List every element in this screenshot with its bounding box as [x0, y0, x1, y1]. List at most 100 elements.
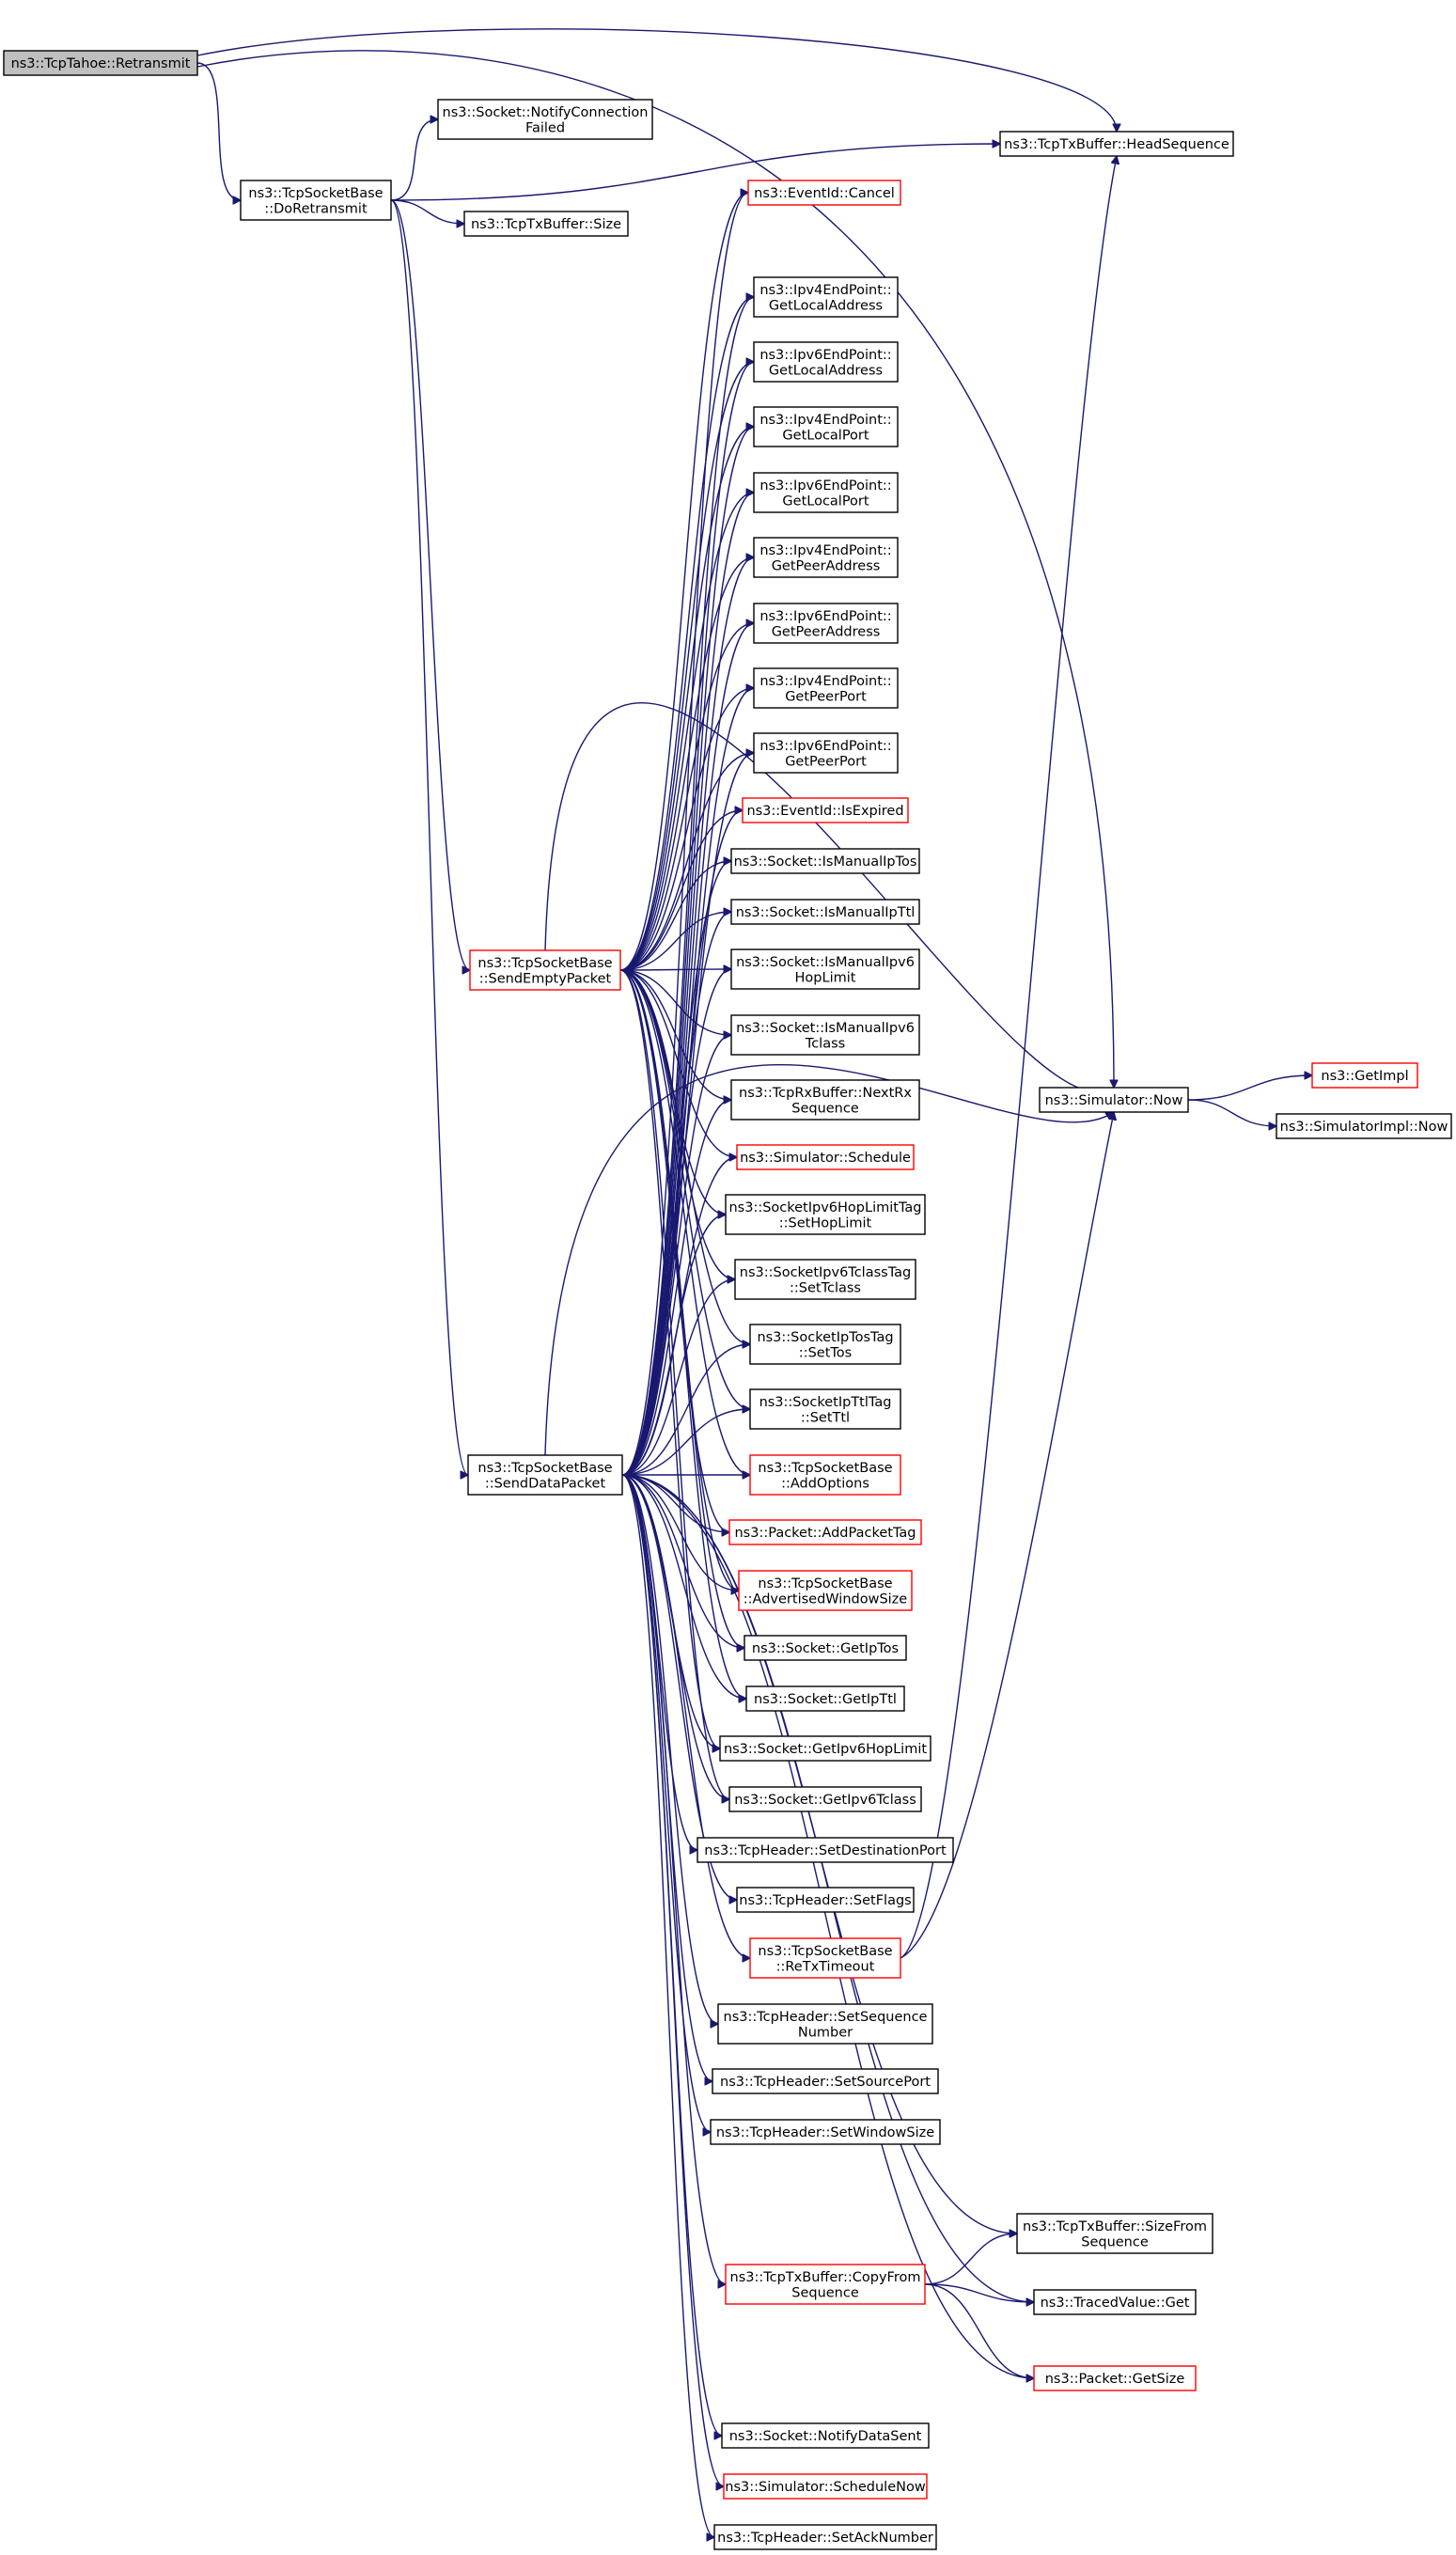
node-sethoplimit[interactable]: ns3::SocketIpv6HopLimitTag::SetHopLimit — [725, 1194, 926, 1235]
node-box — [734, 1259, 916, 1300]
node-simimplnow[interactable]: ns3::SimulatorImpl::Now — [1276, 1113, 1452, 1139]
node-label: ns3::TcpSocketBase — [248, 186, 383, 201]
node-label: ns3::TcpSocketBase — [478, 1461, 612, 1476]
node-box — [745, 1685, 905, 1712]
edge-senddata-to-settos — [621, 1344, 750, 1476]
node-label: ::DoRetransmit — [264, 201, 368, 216]
edge-sendempty-to-cancel — [619, 193, 748, 971]
node-box — [744, 1635, 907, 1661]
node-box — [730, 1079, 920, 1121]
node-label: ns3::TcpSocketBase — [478, 956, 612, 971]
node-ipv4peeraddr[interactable]: ns3::Ipv4EndPoint::GetPeerAddress — [753, 537, 899, 578]
node-addoptions[interactable]: ns3::TcpSocketBase::AddOptions — [749, 1454, 901, 1496]
node-label: ns3::Socket::IsManualIpv6 — [736, 1021, 915, 1036]
edge-senddata-to-getipttl — [621, 1474, 746, 1699]
node-setflags[interactable]: ns3::TcpHeader::SetFlags — [736, 1887, 915, 1913]
node-box — [725, 2264, 926, 2305]
node-label: ns3::Socket::GetIpTtl — [754, 1692, 897, 1707]
node-box — [749, 1324, 901, 1365]
node-box — [753, 472, 899, 513]
edge-retxtimeout-to-headseq — [900, 156, 1117, 1959]
node-box — [753, 406, 899, 447]
node-ipv6localport[interactable]: ns3::Ipv6EndPoint::GetLocalPort — [753, 472, 899, 513]
node-getimpl[interactable]: ns3::GetImpl — [1311, 1062, 1418, 1089]
node-settos[interactable]: ns3::SocketIpTosTag::SetTos — [749, 1324, 901, 1365]
node-setsrcport[interactable]: ns3::TcpHeader::SetSourcePort — [712, 2068, 939, 2094]
node-notifydatasent[interactable]: ns3::Socket::NotifyDataSent — [721, 2422, 930, 2449]
edge-sendempty-to-ismanualipv6tclass — [619, 969, 731, 1035]
node-ipv6peerport[interactable]: ns3::Ipv6EndPoint::GetPeerPort — [753, 732, 899, 774]
node-ismanualipttl[interactable]: ns3::Socket::IsManualIpTtl — [730, 899, 920, 925]
node-box — [1016, 2213, 1213, 2254]
node-ipv4localport[interactable]: ns3::Ipv4EndPoint::GetLocalPort — [753, 406, 899, 447]
node-setacknum[interactable]: ns3::TcpHeader::SetAckNumber — [713, 2524, 937, 2550]
edge-sendempty-to-ismanualiptos — [619, 861, 731, 971]
node-label: ns3::TcpHeader::SetWindowSize — [716, 2125, 934, 2140]
node-box — [697, 1837, 954, 1863]
edge-sendempty-to-settos — [619, 969, 750, 1344]
node-ismanualiptos[interactable]: ns3::Socket::IsManualIpTos — [730, 848, 920, 874]
node-isexpired[interactable]: ns3::EventId::IsExpired — [742, 797, 909, 823]
node-setwinsize[interactable]: ns3::TcpHeader::SetWindowSize — [710, 2119, 941, 2145]
node-label: ns3::Socket::GetIpTos — [752, 1641, 899, 1656]
node-label: GetPeerAddress — [772, 624, 881, 639]
node-simnow[interactable]: ns3::Simulator::Now — [1039, 1087, 1189, 1113]
node-getipv6hop[interactable]: ns3::Socket::GetIpv6HopLimit — [719, 1735, 932, 1762]
edge-senddata-to-setseqnum — [621, 1474, 718, 2024]
node-label: ns3::SocketIpv6TclassTag — [740, 1265, 912, 1280]
node-schedule[interactable]: ns3::Simulator::Schedule — [736, 1144, 915, 1170]
node-label: ns3::TcpTxBuffer::Size — [471, 217, 621, 232]
node-box — [463, 211, 629, 237]
edge-simnow-to-getimpl — [1187, 1075, 1312, 1101]
node-addpackettag[interactable]: ns3::Packet::AddPacketTag — [728, 1519, 922, 1545]
node-getipv6tclass[interactable]: ns3::Socket::GetIpv6Tclass — [728, 1786, 922, 1812]
node-sendempty[interactable]: ns3::TcpSocketBase::SendEmptyPacket — [469, 949, 621, 991]
node-label: ::SendEmptyPacket — [479, 971, 612, 986]
node-retxtimeout[interactable]: ns3::TcpSocketBase::ReTxTimeout — [749, 1937, 901, 1979]
node-senddata[interactable]: ns3::TcpSocketBase::SendDataPacket — [467, 1454, 623, 1496]
node-ipv6localaddr[interactable]: ns3::Ipv6EndPoint::GetLocalAddress — [753, 341, 899, 383]
edge-sendempty-to-ipv4localaddr — [619, 297, 754, 971]
node-label: ::SetHopLimit — [779, 1215, 872, 1230]
node-label: ns3::TcpHeader::SetSourcePort — [720, 2075, 931, 2090]
node-setttl[interactable]: ns3::SocketIpTtlTag::SetTtl — [749, 1388, 901, 1430]
edge-sendempty-to-ismanualipv6hop — [619, 969, 731, 970]
node-ipv6peeraddr[interactable]: ns3::Ipv6EndPoint::GetPeerAddress — [753, 603, 899, 644]
nodes-layer: ns3::TcpTahoe::Retransmitns3::TcpSocketB… — [3, 50, 1452, 2550]
edge-sendempty-to-ipv6localaddr — [619, 362, 754, 971]
node-label: ns3::SocketIpv6HopLimitTag — [728, 1200, 921, 1215]
node-cancel[interactable]: ns3::EventId::Cancel — [747, 180, 901, 206]
node-ipv4localaddr[interactable]: ns3::Ipv4EndPoint::GetLocalAddress — [753, 276, 899, 318]
node-getipttl[interactable]: ns3::Socket::GetIpTtl — [745, 1685, 905, 1712]
node-schedulenow[interactable]: ns3::Simulator::ScheduleNow — [723, 2473, 928, 2500]
node-label: ns3::GetImpl — [1321, 1069, 1408, 1084]
node-ipv4peerport[interactable]: ns3::Ipv4EndPoint::GetPeerPort — [753, 667, 899, 709]
node-getsize[interactable]: ns3::Packet::GetSize — [1033, 2365, 1197, 2391]
node-settclass[interactable]: ns3::SocketIpv6TclassTag::SetTclass — [734, 1259, 916, 1300]
node-label: Sequence — [1081, 2234, 1149, 2249]
node-label: HopLimit — [795, 970, 856, 985]
node-label: ns3::TcpTxBuffer::SizeFrom — [1023, 2219, 1207, 2234]
node-advwindow[interactable]: ns3::TcpSocketBase::AdvertisedWindowSize — [738, 1570, 913, 1611]
edge-sendempty-to-ipv6peerport — [619, 753, 754, 971]
node-box — [730, 948, 920, 990]
node-box — [240, 180, 392, 221]
edge-copyfromseq-to-tracedget — [924, 2283, 1034, 2302]
node-setdestport[interactable]: ns3::TcpHeader::SetDestinationPort — [697, 1837, 954, 1863]
node-txsize[interactable]: ns3::TcpTxBuffer::Size — [463, 211, 629, 237]
node-box — [467, 1454, 623, 1496]
node-getiptos[interactable]: ns3::Socket::GetIpTos — [744, 1635, 907, 1661]
node-tracedget[interactable]: ns3::TracedValue::Get — [1033, 2289, 1197, 2315]
node-label: GetLocalPort — [782, 494, 869, 509]
edge-senddata-to-ipv4localport — [621, 427, 754, 1476]
node-headseq[interactable]: ns3::TcpTxBuffer::HeadSequence — [999, 131, 1234, 157]
edge-simnow-to-simimplnow — [1187, 1099, 1276, 1126]
node-doretransmit[interactable]: ns3::TcpSocketBase::DoRetransmit — [240, 180, 392, 221]
